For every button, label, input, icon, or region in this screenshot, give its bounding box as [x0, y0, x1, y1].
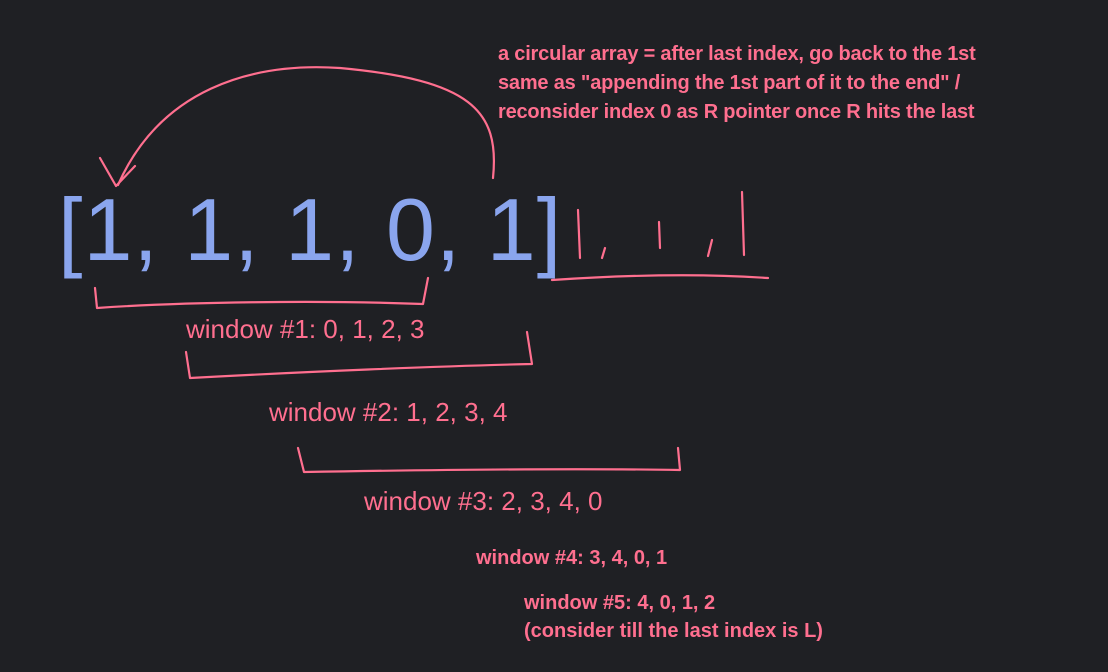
window-3-bracket — [296, 446, 682, 474]
window-2-bracket — [184, 330, 534, 380]
window-1-bracket — [93, 276, 430, 310]
circular-array-annotation: a circular array = after last index, go … — [498, 40, 976, 127]
annotation-line-3: reconsider index 0 as R pointer once R h… — [498, 101, 975, 123]
appended-comma-1 — [600, 246, 607, 260]
annotation-line-1: a circular array = after last index, go … — [498, 43, 976, 65]
arrow-head-icon — [98, 156, 137, 188]
window-5-block: window #5: 4, 0, 1, 2 (consider till the… — [524, 589, 823, 645]
window-2-label: window #2: 1, 2, 3, 4 — [269, 397, 508, 427]
annotation-line-2: same as "appending the 1st part of it to… — [498, 72, 961, 94]
appended-element-1 — [576, 208, 582, 260]
array-literal: [1, 1, 1, 0, 1] — [58, 180, 563, 279]
window-3-label: window #3: 2, 3, 4, 0 — [364, 486, 603, 516]
window-1-label: window #1: 0, 1, 2, 3 — [186, 314, 425, 344]
window-5-label: window #5: 4, 0, 1, 2 — [524, 592, 716, 614]
appended-comma-2 — [706, 238, 714, 258]
window-5-note: (consider till the last index is L) — [524, 620, 823, 642]
circular-return-arrow — [116, 66, 495, 187]
appended-element-2 — [657, 220, 662, 250]
window-4-label: window #4: 3, 4, 0, 1 — [476, 547, 668, 569]
appended-element-3 — [740, 190, 746, 257]
appended-underline — [550, 274, 770, 282]
